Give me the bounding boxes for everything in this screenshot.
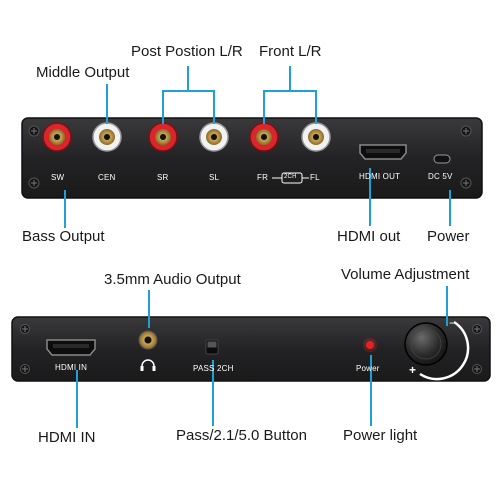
screw-icon <box>20 364 30 374</box>
leader-line <box>263 90 265 124</box>
screw-icon <box>28 125 40 137</box>
label-sw: SW <box>51 173 65 182</box>
screw-icon <box>20 324 30 334</box>
volume-knob[interactable] <box>404 320 470 381</box>
label-minus: − <box>449 316 457 330</box>
label-power: Power <box>356 364 380 373</box>
callout-hdmi-in: HDMI IN <box>38 429 96 446</box>
leader-line <box>106 84 108 124</box>
rca-jack-cen[interactable] <box>92 122 122 152</box>
callout-middle-output: Middle Output <box>36 64 130 81</box>
screw-icon <box>460 177 472 189</box>
screw-icon <box>460 125 472 137</box>
label-pass-2ch: PASS 2CH <box>193 364 234 373</box>
leader-line <box>187 66 189 91</box>
rca-jack-sl[interactable] <box>199 122 229 152</box>
callout-power-light: Power light <box>343 427 418 444</box>
callout-volume: Volume Adjustment <box>341 266 470 283</box>
label-fr: FR <box>257 173 269 182</box>
rca-jack-sw[interactable] <box>42 122 72 152</box>
label-plus: + <box>409 363 417 377</box>
headphone-icon <box>140 359 156 371</box>
power-led <box>363 338 377 352</box>
leader-line <box>76 370 78 428</box>
rca-jack-fr[interactable] <box>249 122 279 152</box>
leader-line <box>315 90 317 124</box>
rca-jack-fl[interactable] <box>301 122 331 152</box>
label-sr: SR <box>157 173 169 182</box>
label-cen: CEN <box>98 173 116 182</box>
callout-bass-output: Bass Output <box>22 228 105 245</box>
leader-line <box>449 190 451 226</box>
leader-line <box>446 286 448 326</box>
screw-icon <box>28 177 40 189</box>
dc-power-port[interactable] <box>433 154 451 164</box>
top-panel <box>21 117 483 199</box>
leader-line <box>162 90 164 124</box>
leader-line <box>263 90 317 92</box>
audio-jack-35mm[interactable] <box>138 330 158 350</box>
callout-post-position: Post Postion L/R <box>131 43 243 60</box>
label-hdmi-out: HDMI OUT <box>359 172 401 181</box>
leader-line <box>162 90 215 92</box>
leader-line <box>289 66 291 91</box>
hdmi-out-port[interactable] <box>359 144 407 160</box>
leader-line <box>64 190 66 228</box>
callout-front-lr: Front L/R <box>259 43 322 60</box>
hdmi-in-port[interactable] <box>46 339 96 356</box>
callout-pass-button: Pass/2.1/5.0 Button <box>176 427 307 444</box>
leader-line <box>148 290 150 328</box>
label-dc-5v: DC 5V <box>428 172 453 181</box>
label-sl: SL <box>209 173 220 182</box>
screw-icon <box>472 364 482 374</box>
label-2ch: 2CH <box>284 174 297 180</box>
pass-switch[interactable] <box>205 339 219 355</box>
label-fl: FL <box>310 173 320 182</box>
leader-line <box>369 168 371 226</box>
callout-audio-output: 3.5mm Audio Output <box>104 271 241 288</box>
label-hdmi-in: HDMI IN <box>55 363 88 372</box>
screw-icon <box>472 324 482 334</box>
callout-hdmi-out: HDMI out <box>337 228 401 245</box>
leader-line <box>212 360 214 426</box>
leader-line <box>370 355 372 426</box>
rca-jack-sr[interactable] <box>148 122 178 152</box>
callout-power: Power <box>427 228 470 245</box>
leader-line <box>213 90 215 124</box>
